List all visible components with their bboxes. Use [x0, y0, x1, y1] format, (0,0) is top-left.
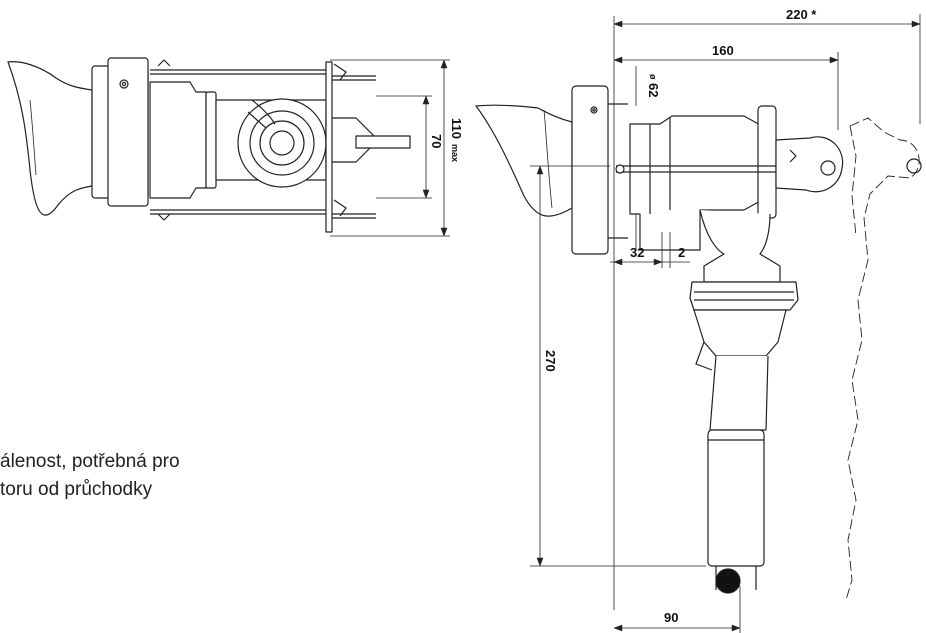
right-view: [475, 14, 922, 633]
dim-110: 110: [449, 118, 464, 139]
dim-62: 62: [646, 83, 661, 97]
dim-90: 90: [664, 610, 678, 625]
left-view: [7, 57, 450, 237]
dim-62-prefix: ø: [648, 74, 658, 80]
right-flange: [571, 85, 609, 255]
dim-70: 70: [429, 134, 444, 148]
dim-2: 2: [678, 245, 685, 260]
right-bushing-cone: [475, 104, 573, 217]
dim-220: 220 *: [786, 7, 817, 22]
dim-32: 32: [630, 245, 644, 260]
note-line-2: toru od průchodky: [0, 479, 153, 500]
dim-270: 270: [543, 350, 558, 372]
dim-110-max: max: [450, 144, 460, 162]
left-bushing-cone: [7, 61, 93, 216]
dim-160: 160: [712, 43, 734, 58]
note-line-1: álenost, potřebná pro: [0, 451, 180, 472]
left-elbow-disc: [237, 98, 327, 188]
cable-end-marker: [715, 568, 741, 594]
